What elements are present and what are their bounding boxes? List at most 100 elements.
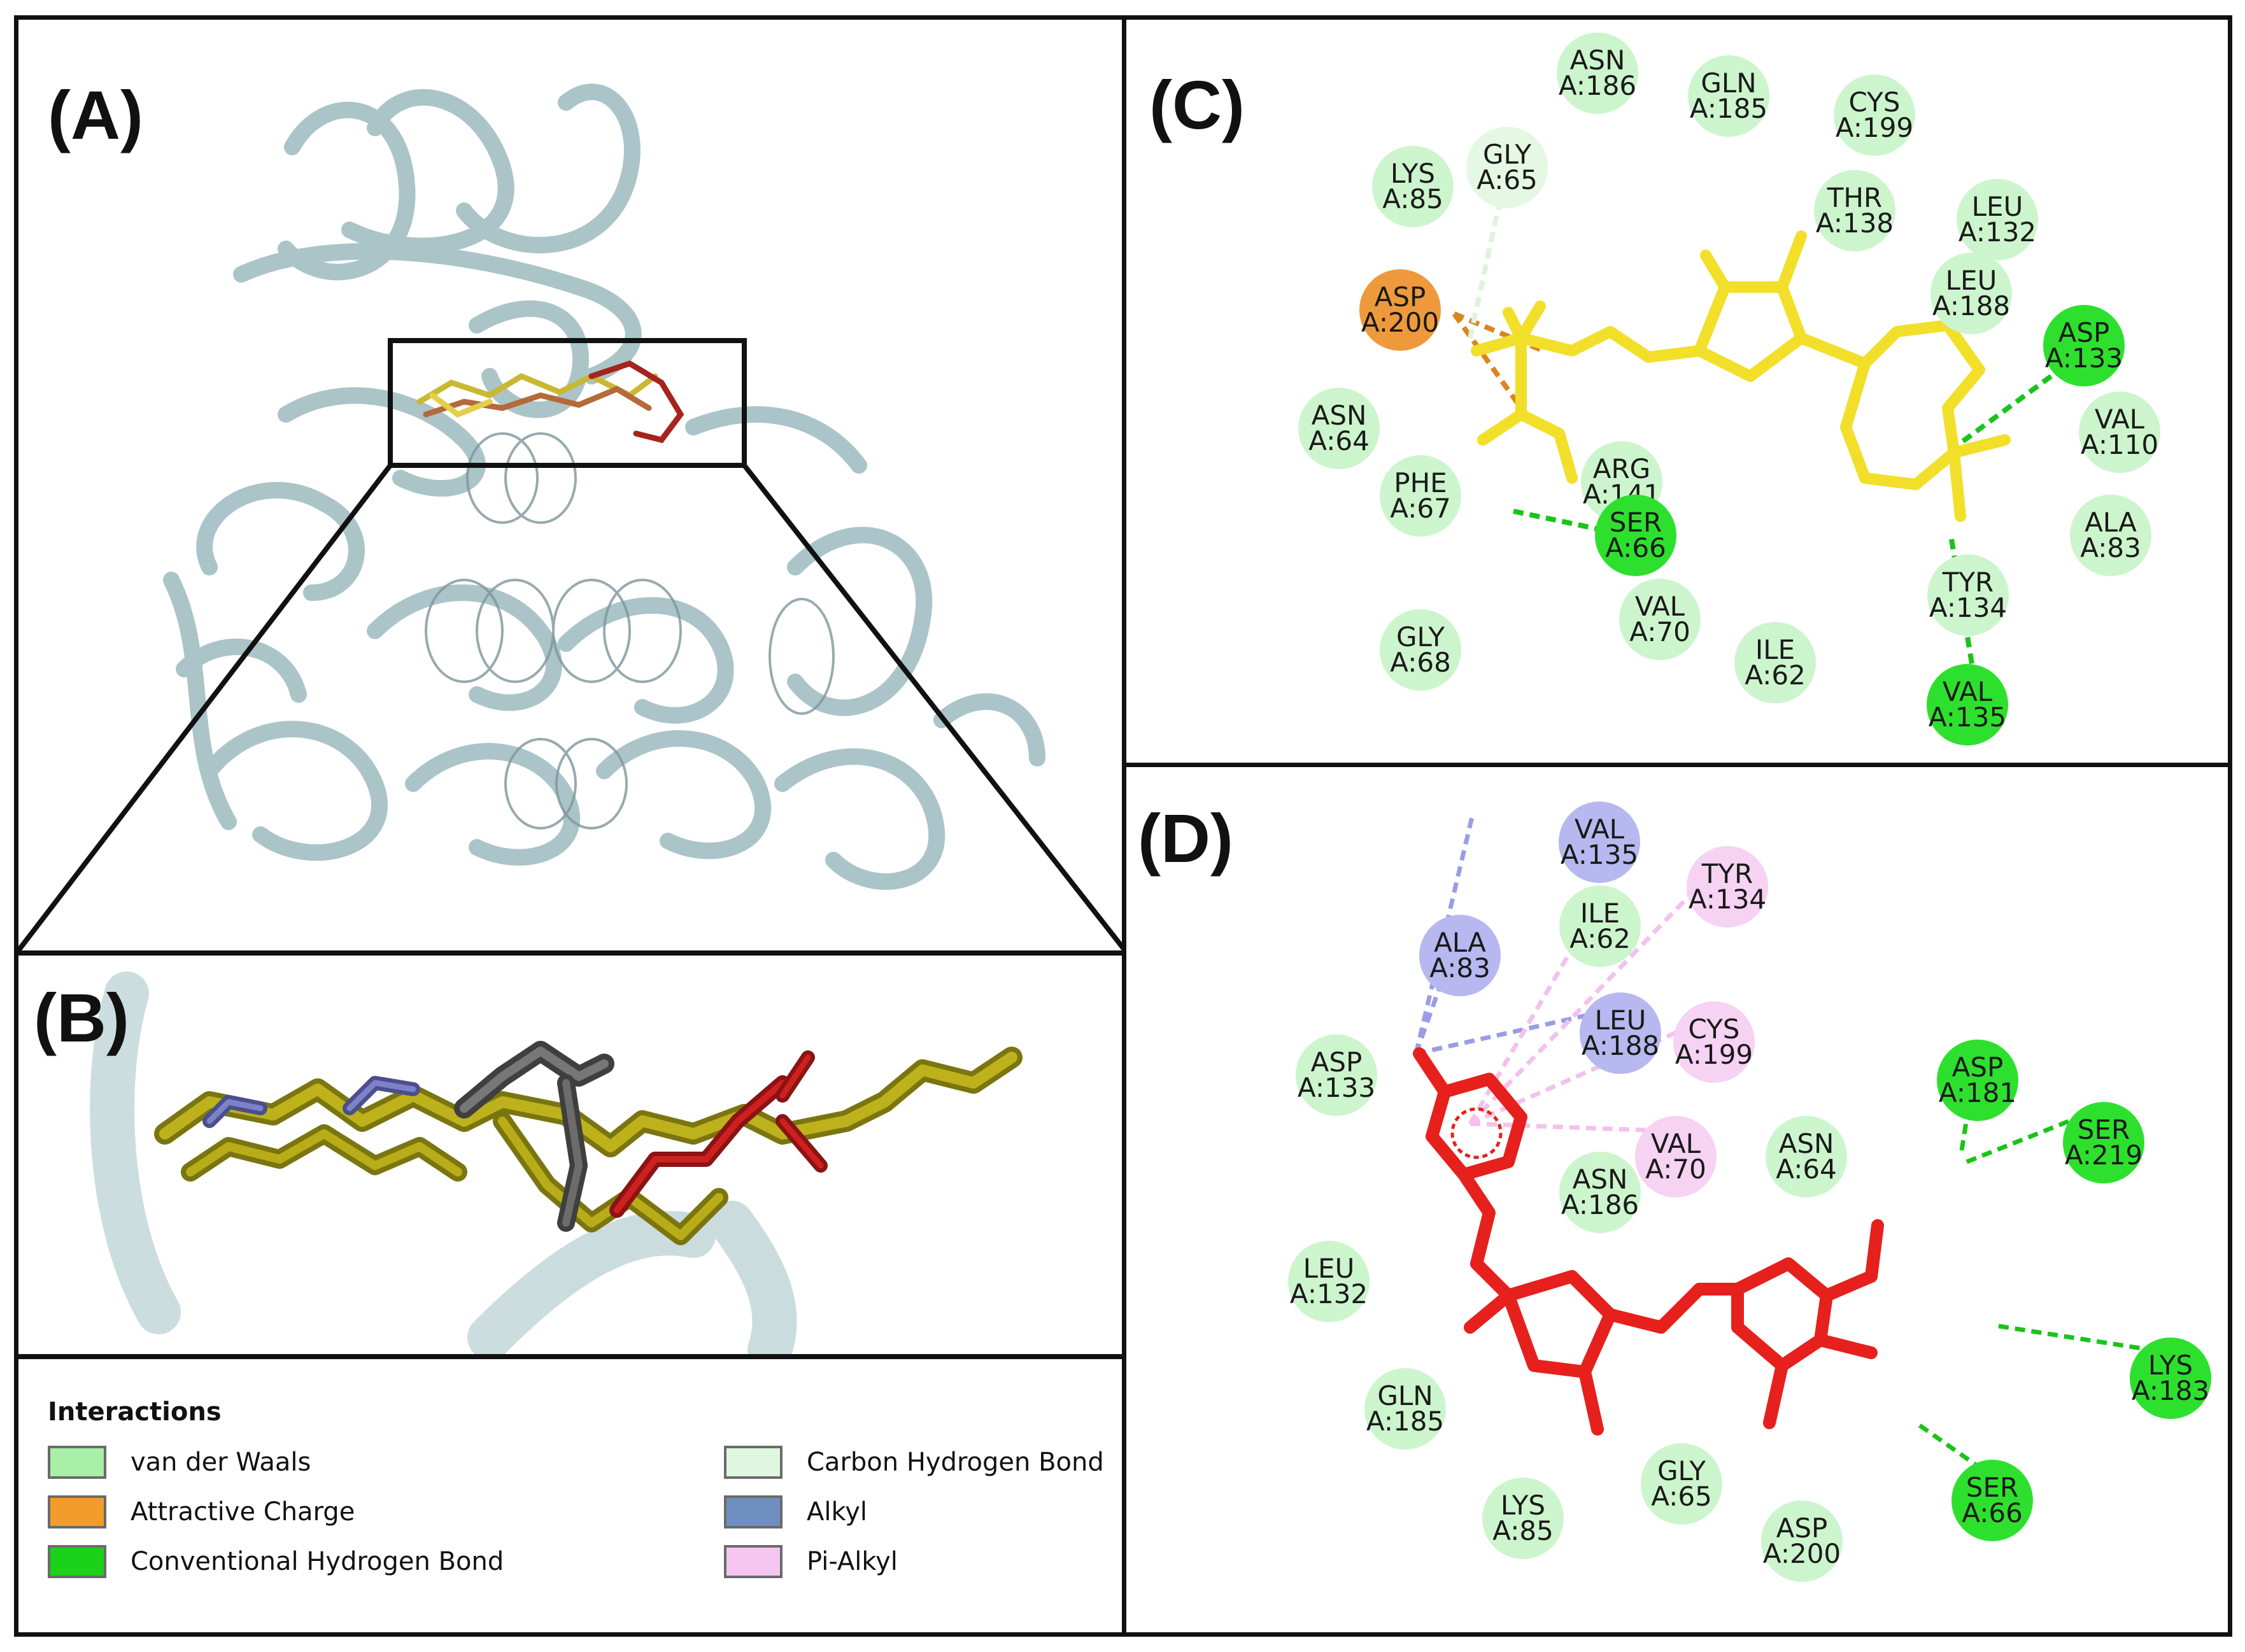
residues-d: VALA:135TYRA:134ILEA:62ALAA:83ASPA:133LE…: [1288, 801, 2211, 1582]
residue-bubble: [1419, 915, 1501, 996]
residue-bubble: [1359, 269, 1441, 351]
residue-number: A:132: [1958, 216, 2036, 248]
residue-number: A:85: [1382, 183, 1443, 215]
residue-bubble: [1927, 664, 2008, 745]
residue-name: ARG: [1593, 453, 1650, 484]
panel-b: (B): [14, 951, 1130, 1359]
legend-label: Carbon Hydrogen Bond: [807, 1448, 1104, 1477]
residue-name: VAL: [1651, 1128, 1701, 1159]
residue-number: A:138: [1816, 208, 1894, 239]
residue-bubble: [1927, 554, 2009, 636]
residue-bubble: [1951, 1460, 2033, 1541]
residue-number: A:185: [1366, 1406, 1444, 1437]
residue-bubble: [1930, 253, 2012, 334]
residue-name: SER: [1966, 1472, 2018, 1503]
residue-number: A:199: [1836, 112, 1913, 143]
residue-bubble: [1766, 1116, 1847, 1197]
legend-label: Alkyl: [807, 1497, 867, 1527]
legend-label: Attractive Charge: [131, 1497, 355, 1527]
residue-name: GLY: [1657, 1455, 1706, 1486]
residue-name: THR: [1827, 182, 1882, 213]
legend-swatch-chbond: [724, 1446, 783, 1479]
residue-name: VAL: [1635, 591, 1685, 622]
panel-a-label: (A): [48, 76, 143, 153]
legend-label: Pi-Alkyl: [807, 1547, 898, 1576]
residue-name: CYS: [1689, 1013, 1740, 1045]
residue-number: A:186: [1559, 70, 1636, 101]
residue-name: LYS: [2148, 1350, 2193, 1381]
residue-number: A:134: [1689, 884, 1766, 915]
residue-number: A:134: [1929, 592, 2007, 623]
residue-name: VAL: [2095, 404, 2145, 435]
ligand-sticks: [154, 1041, 1023, 1245]
residue-name: ASP: [1776, 1513, 1828, 1544]
residue-name: SER: [2078, 1114, 2130, 1145]
residue-number: A:66: [1962, 1497, 2023, 1528]
interaction-map-d: VALA:135TYRA:134ILEA:62ALAA:83ASPA:133LE…: [1288, 801, 2211, 1582]
residue-bubble: [1834, 74, 1915, 156]
residue-name: TYR: [1942, 567, 1994, 598]
residue-number: A:67: [1390, 493, 1451, 524]
legend-label: van der Waals: [131, 1448, 311, 1477]
residue-name: ASP: [1375, 281, 1426, 313]
residue-bubble: [1372, 146, 1454, 227]
residue-bubble: [2043, 305, 2125, 386]
residue-bubble: [1559, 886, 1641, 967]
residue-bubble: [1288, 1241, 1370, 1322]
residue-bubble: [1380, 455, 1461, 537]
residue-number: A:64: [1308, 425, 1370, 456]
residue-number: A:188: [1582, 1030, 1659, 1061]
residue-name: CYS: [1849, 87, 1901, 118]
residue-bubble: [1482, 1478, 1564, 1559]
legend-item: Alkyl: [724, 1494, 867, 1530]
residue-name: LYS: [1501, 1490, 1545, 1521]
residue-name: GLN: [1377, 1380, 1433, 1411]
residue-bubble: [1641, 1443, 1722, 1525]
residue-number: A:65: [1477, 164, 1538, 195]
panel-c-label: (C): [1149, 66, 1245, 143]
residue-bubble: [1734, 622, 1816, 703]
residue-number: A:85: [1492, 1515, 1554, 1546]
residue-number: A:62: [1745, 660, 1806, 691]
residue-name: ASP: [1311, 1047, 1363, 1078]
residue-number: A:135: [1561, 839, 1638, 870]
residue-bubble: [1761, 1500, 1843, 1582]
docked-ligands: [416, 360, 684, 444]
legend-item: Pi-Alkyl: [724, 1544, 898, 1579]
legend-item: Carbon Hydrogen Bond: [724, 1444, 1104, 1480]
residue-number: A:181: [1939, 1077, 2016, 1108]
residue-bubble: [1673, 1001, 1755, 1083]
legend-label: Conventional Hydrogen Bond: [131, 1547, 504, 1576]
residue-bubble: [2130, 1338, 2211, 1419]
legend-swatch-hbond: [48, 1545, 106, 1578]
residue-number: A:110: [2081, 429, 2158, 460]
residue-number: A:200: [1361, 307, 1439, 338]
ligand-closeup-view: [90, 971, 1023, 1354]
residue-bubble: [1688, 55, 1769, 137]
residue-number: A:64: [1776, 1154, 1837, 1185]
residue-name: SER: [1610, 507, 1662, 538]
